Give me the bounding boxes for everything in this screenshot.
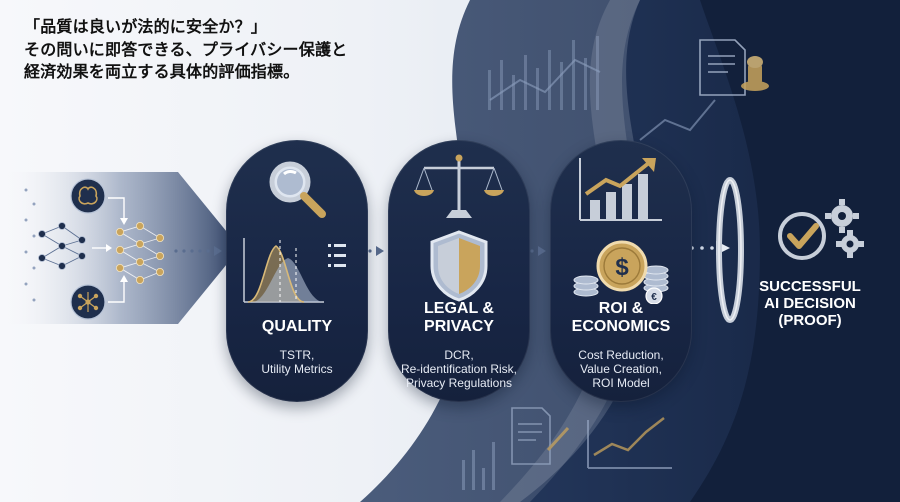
network-icon [70,284,106,320]
description-line: Re-identification Risk, [400,362,518,376]
stage-title: ROI & ECONOMICS [550,300,692,336]
svg-text:€: € [651,292,657,303]
checkmark-gear-icon [778,199,864,260]
growth-chart-icon [579,158,662,221]
description-line: Value Creation, [580,362,662,376]
stamp-icon [741,56,769,91]
description-line: Cost Reduction, [578,348,664,362]
title-line: ROI & [598,300,644,317]
title-line: LEGAL & [424,300,494,317]
scales-icon [414,154,504,218]
title-line: PRIVACY [424,318,494,335]
magnifier-icon [269,161,326,218]
title-line: (PROOF) [778,312,842,329]
distribution-curve-icon [243,238,346,303]
stage-title: QUALITY [261,318,333,335]
brain-icon [70,178,106,214]
headline-line: 「品質は良いが法的に安全か？」 [24,17,268,36]
description-line: Utility Metrics [261,362,333,376]
stage-description: DCR, Re-identification Risk, Privacy Reg… [388,348,530,390]
stage-title: LEGAL & PRIVACY [388,300,530,336]
headline: 「品質は良いが法的に安全か？」 その問いに即答できる、プライバシー保護と 経済効… [24,16,424,84]
description-line: DCR, [444,348,474,362]
bottom-document-icon [511,407,570,465]
title-line: SUCCESSFUL [759,278,861,295]
description-line: Privacy Regulations [405,376,513,390]
document-icon [699,39,746,96]
headline-line: その問いに即答できる、プライバシー保護と [24,39,348,59]
headline-line: 経済効果を両立する具体的評価指標。 [24,62,300,81]
stage-roi-economics: $ € ROI & ECONOMICS Cost Reduction, Valu… [550,140,692,402]
bg-line-chart [489,58,716,141]
title-line: AI DECISION [764,295,856,312]
input-data-graphic [24,178,164,320]
stage-legal-privacy: LEGAL & PRIVACY DCR, Re-identification R… [388,140,530,402]
coins-icon: $ € [573,240,669,304]
stage-description: Cost Reduction, Value Creation, ROI Mode… [550,348,692,390]
stage-description: TSTR, Utility Metrics [226,348,368,376]
stage-quality: QUALITY TSTR, Utility Metrics [226,140,368,402]
svg-text:$: $ [615,254,629,281]
description-line: ROI Model [592,376,650,390]
bottom-growth-chart [587,417,672,469]
title-line: ECONOMICS [571,318,671,335]
description-line: TSTR, [279,348,315,362]
result-title: SUCCESSFUL AI DECISION (PROOF) [740,278,880,329]
shield-icon [430,230,488,302]
